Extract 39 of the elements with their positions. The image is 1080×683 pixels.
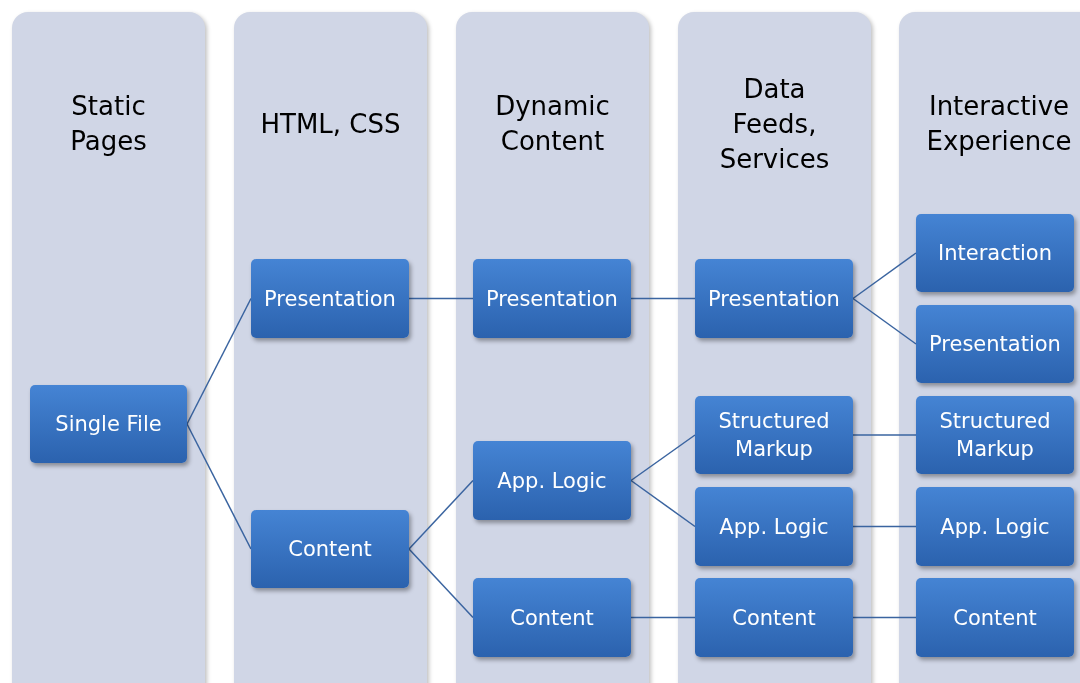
- process-box: Content: [695, 578, 853, 657]
- connector-line: [408, 548, 474, 619]
- process-box: Presentation: [916, 305, 1074, 383]
- connector-line: [852, 434, 917, 436]
- connector-line: [852, 297, 917, 345]
- column-band: [899, 12, 1080, 683]
- process-box: Presentation: [473, 259, 631, 338]
- column-heading: Interactive Experience: [925, 90, 1073, 158]
- connector-line: [408, 479, 474, 550]
- process-box: App. Logic: [916, 487, 1074, 566]
- process-box: Content: [473, 578, 631, 657]
- process-box: Presentation: [695, 259, 853, 338]
- column-heading: Dynamic Content: [494, 90, 611, 158]
- process-box: Structured Markup: [916, 396, 1074, 474]
- column-heading: Data Feeds, Services: [718, 72, 831, 176]
- process-box: Interaction: [916, 214, 1074, 292]
- process-box: App. Logic: [473, 441, 631, 520]
- column-band: [678, 12, 871, 683]
- process-box: Structured Markup: [695, 396, 853, 474]
- connector-line: [186, 297, 252, 425]
- connector-line: [186, 423, 252, 550]
- column-band: [234, 12, 427, 683]
- connector-line: [408, 297, 474, 300]
- process-box: Presentation: [251, 259, 409, 338]
- process-box: App. Logic: [695, 487, 853, 566]
- process-box: Content: [916, 578, 1074, 657]
- connector-line: [852, 525, 917, 528]
- connector-line: [630, 297, 696, 300]
- connector-line: [630, 479, 696, 528]
- column-heading: Static Pages: [69, 90, 148, 158]
- connector-line: [630, 616, 696, 619]
- connector-line: [852, 252, 917, 300]
- process-box: Content: [251, 510, 409, 588]
- column-band: [456, 12, 649, 683]
- column-heading: HTML, CSS: [259, 107, 402, 141]
- process-box: Single File: [30, 385, 187, 463]
- column-band: [12, 12, 205, 683]
- connector-line: [852, 616, 917, 619]
- connector-line: [630, 434, 696, 482]
